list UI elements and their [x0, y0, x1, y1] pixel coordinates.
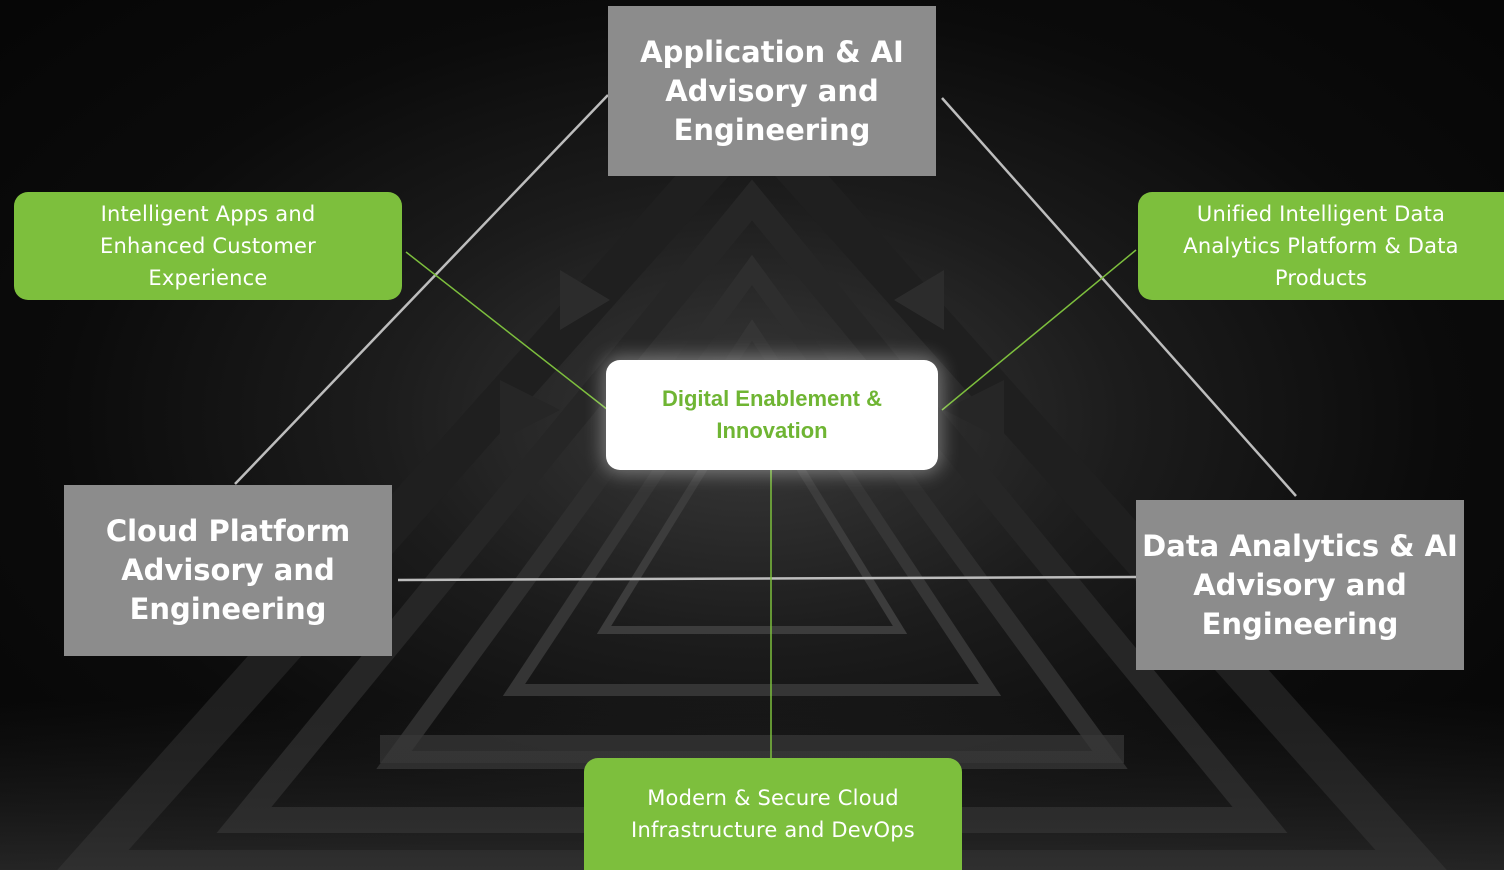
triangle-edge-right — [941, 97, 1297, 497]
outcome-box-unified-data: Unified Intelligent Data Analytics Platf… — [1138, 192, 1504, 300]
corner-box-data-analytics-ai: Data Analytics & AI Advisory and Enginee… — [1136, 500, 1464, 670]
corner-box-cloud-platform: Cloud Platform Advisory and Engineering — [64, 485, 392, 656]
spoke-upper-right — [941, 249, 1137, 411]
triangle-edge-bottom — [397, 575, 1137, 582]
corner-label-application-ai: Application & AI Advisory and Engineerin… — [640, 34, 904, 147]
outcome-box-cloud-infrastructure: Modern & Secure Cloud Infrastructure and… — [584, 758, 962, 870]
corner-label-cloud-platform: Cloud Platform Advisory and Engineering — [105, 514, 351, 626]
outcome-label-cloud-infrastructure: Modern & Secure Cloud Infrastructure and… — [631, 786, 915, 842]
triangle-edge-left — [234, 94, 609, 485]
center-hub-digital-enablement: Digital Enablement & Innovation — [606, 360, 938, 470]
outcome-label-intelligent-apps: Intelligent Apps and Enhanced Customer E… — [100, 202, 316, 290]
corner-box-application-ai: Application & AI Advisory and Engineerin… — [608, 6, 936, 176]
spoke-upper-left — [405, 251, 609, 411]
center-hub-label: Digital Enablement & Innovation — [661, 386, 883, 443]
outcome-box-intelligent-apps: Intelligent Apps and Enhanced Customer E… — [14, 192, 402, 300]
corner-label-data-analytics-ai: Data Analytics & AI Advisory and Enginee… — [1142, 528, 1458, 641]
outcome-label-unified-data: Unified Intelligent Data Analytics Platf… — [1183, 202, 1459, 290]
